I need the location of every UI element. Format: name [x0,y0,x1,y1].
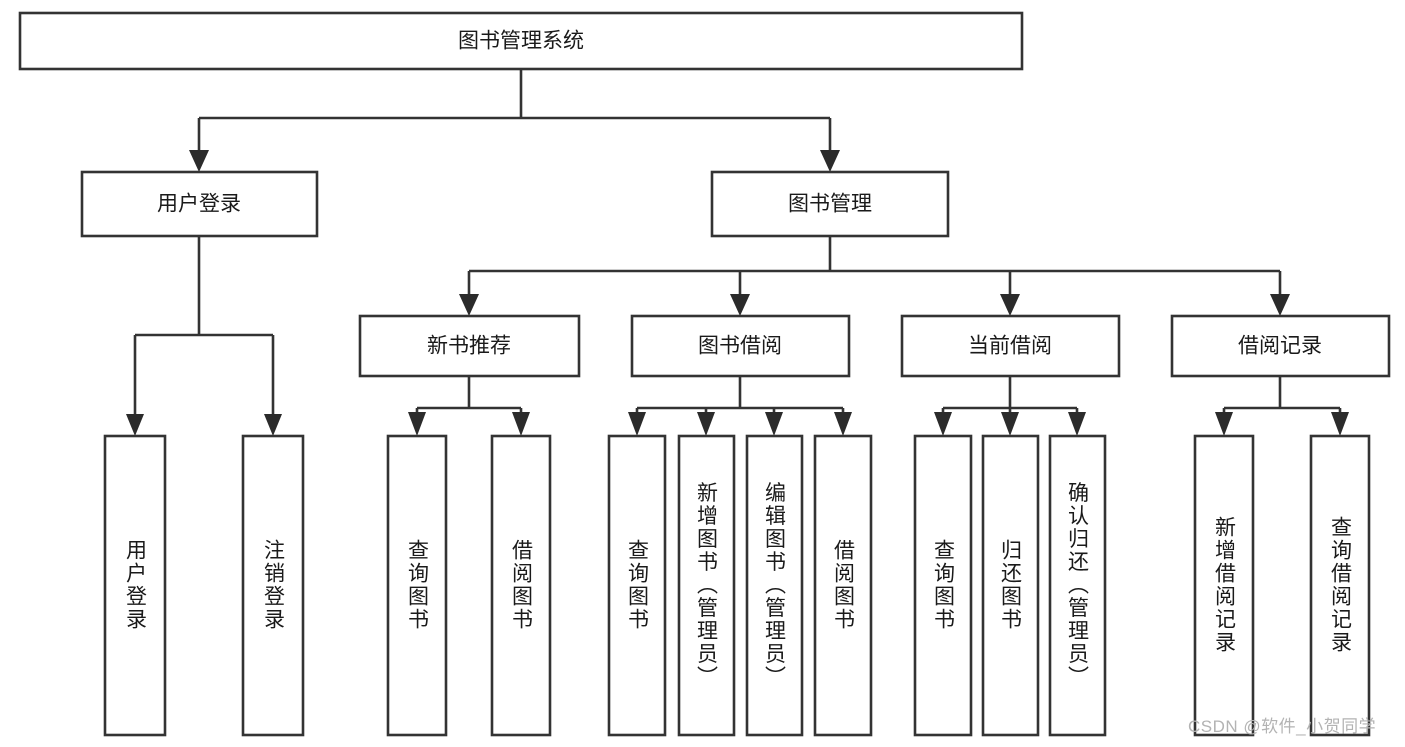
leaf-borrow-book-borrow-box [813,434,873,737]
arrow-to-book-mgmt [820,150,840,172]
node-current-borrow[interactable]: 当前借阅 [900,314,1121,378]
node-borrow-record-box [1170,314,1391,378]
node-user-login-label: 用户登录 [157,193,241,216]
leaf-borrow-book-newrec-label: 借阅图书 [510,539,534,631]
arrow-to-leaf-query-record [1331,412,1349,436]
node-book-borrow-label: 图书借阅 [698,335,782,358]
node-root-system[interactable]: 图书管理系统 [18,11,1024,71]
leaf-borrow-book-borrow-label: 借阅图书 [832,539,856,631]
arrow-to-leaf-query-book-1 [408,412,426,436]
leaf-query-book-current-label: 查询图书 [932,539,956,631]
node-user-login-box [80,170,319,238]
arrow-to-leaf-confirm-return [1068,412,1086,436]
leaf-query-borrow-record-label: 查询借阅记录 [1329,516,1353,654]
leaf-logout[interactable]: 注销登录 [241,434,305,737]
leaf-confirm-return-admin-label: 确认归还（管理员） [1066,482,1090,689]
leaf-confirm-return-admin-box [1048,434,1107,737]
leaf-add-book-admin-box [677,434,736,737]
arrow-to-leaf-add-book [697,412,715,436]
node-new-book-recommend[interactable]: 新书推荐 [358,314,581,378]
node-user-login[interactable]: 用户登录 [80,170,319,238]
leaf-query-book-current[interactable]: 查询图书 [913,434,973,737]
leaf-query-book-current-box [913,434,973,737]
leaf-return-book-label: 归还图书 [999,539,1023,631]
leaf-edit-book-admin[interactable]: 编辑图书（管理员） [745,434,804,737]
leaf-borrow-book-newrec[interactable]: 借阅图书 [490,434,552,737]
arrow-to-leaf-logout [264,414,282,436]
arrow-to-current-borrow [1000,294,1020,316]
leaf-add-borrow-record[interactable]: 新增借阅记录 [1193,434,1255,737]
csdn-watermark: CSDN @软件_小贺同学 [1188,717,1377,736]
leaf-return-book[interactable]: 归还图书 [981,434,1040,737]
arrow-to-leaf-borrow-book-1 [512,412,530,436]
node-book-management-box [710,170,950,238]
arrow-to-book-borrow [730,294,750,316]
arrow-to-borrow-record [1270,294,1290,316]
node-book-borrow[interactable]: 图书借阅 [630,314,851,378]
leaf-query-book-newrec[interactable]: 查询图书 [386,434,448,737]
arrow-to-leaf-query-book-2 [628,412,646,436]
leaf-add-book-admin-label: 新增图书（管理员） [695,482,719,689]
leaf-query-book-borrow[interactable]: 查询图书 [607,434,667,737]
leaf-query-borrow-record[interactable]: 查询借阅记录 [1309,434,1371,737]
node-borrow-record-label: 借阅记录 [1238,335,1322,358]
leaf-add-borrow-record-label: 新增借阅记录 [1213,516,1237,654]
leaf-query-book-newrec-label: 查询图书 [406,539,430,631]
node-root-system-label: 图书管理系统 [458,30,584,53]
leaf-borrow-book-newrec-box [490,434,552,737]
arrow-to-leaf-borrow-book-2 [834,412,852,436]
arrow-to-leaf-query-book-3 [934,412,952,436]
node-current-borrow-box [900,314,1121,378]
node-root-system-box [18,11,1024,71]
leaf-return-book-box [981,434,1040,737]
arrow-to-user-login [189,150,209,172]
leaf-confirm-return-admin[interactable]: 确认归还（管理员） [1048,434,1107,737]
leaf-add-borrow-record-box [1193,434,1255,737]
leaf-logout-box [241,434,305,737]
leaf-add-book-admin[interactable]: 新增图书（管理员） [677,434,736,737]
leaf-user-login-label: 用户登录 [124,539,148,631]
node-borrow-record[interactable]: 借阅记录 [1170,314,1391,378]
leaf-query-borrow-record-box [1309,434,1371,737]
edges-layer [126,69,1349,436]
node-book-borrow-box [630,314,851,378]
arrow-to-leaf-edit-book [765,412,783,436]
leaf-user-login-box [103,434,167,737]
arrow-to-leaf-return-book [1001,412,1019,436]
node-book-management-label: 图书管理 [788,193,872,216]
arrow-to-new-book-rec [459,294,479,316]
leaf-edit-book-admin-label: 编辑图书（管理员） [763,482,787,689]
node-new-book-recommend-label: 新书推荐 [427,335,511,358]
leaf-edit-book-admin-box [745,434,804,737]
leaf-logout-label: 注销登录 [262,539,286,631]
leaf-user-login[interactable]: 用户登录 [103,434,167,737]
arrow-to-leaf-add-record [1215,412,1233,436]
leaf-borrow-book-borrow[interactable]: 借阅图书 [813,434,873,737]
leaf-query-book-newrec-box [386,434,448,737]
node-current-borrow-label: 当前借阅 [968,335,1052,358]
arrow-to-leaf-user-login [126,414,144,436]
node-new-book-recommend-box [358,314,581,378]
leaf-query-book-borrow-box [607,434,667,737]
leaf-query-book-borrow-label: 查询图书 [626,539,650,631]
node-book-management[interactable]: 图书管理 [710,170,950,238]
